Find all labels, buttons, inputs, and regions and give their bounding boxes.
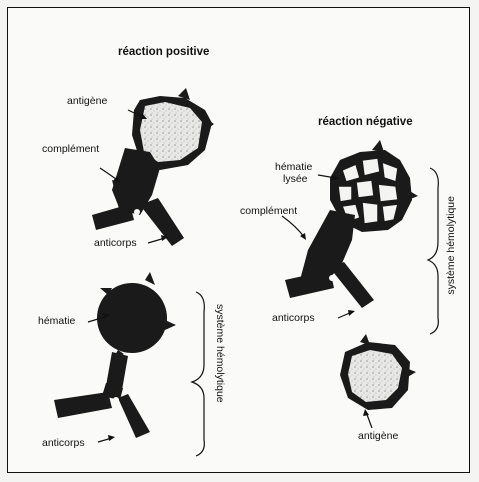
title-negative-reaction: réaction négative xyxy=(318,116,413,128)
title-positive-reaction: réaction positive xyxy=(118,46,209,58)
bracket-right xyxy=(428,168,438,334)
label-antigen-top: antigène xyxy=(67,96,107,107)
label-hematie-lysee-1: hématie xyxy=(275,162,312,173)
label-complement-left: complément xyxy=(42,144,99,155)
label-hemolytic-system-right: système hémolytique xyxy=(446,196,457,295)
label-antibody-right: anticorps xyxy=(272,313,315,324)
label-hematie-left: hématie xyxy=(38,316,75,327)
hematie-bottom-left xyxy=(97,272,176,360)
label-antibody-left-top: anticorps xyxy=(94,238,137,249)
label-antigen-bottom: antigène xyxy=(358,431,398,442)
label-antibody-left-bottom: anticorps xyxy=(42,438,85,449)
antibody-bottom-left xyxy=(54,352,150,438)
antigen-bottom-right xyxy=(340,334,416,410)
label-hematie-lysee-2: lysée xyxy=(283,174,308,185)
label-hemolytic-system-left: système hémolytique xyxy=(214,304,225,403)
label-complement-right: complément xyxy=(240,206,297,217)
bracket-left xyxy=(192,292,204,456)
